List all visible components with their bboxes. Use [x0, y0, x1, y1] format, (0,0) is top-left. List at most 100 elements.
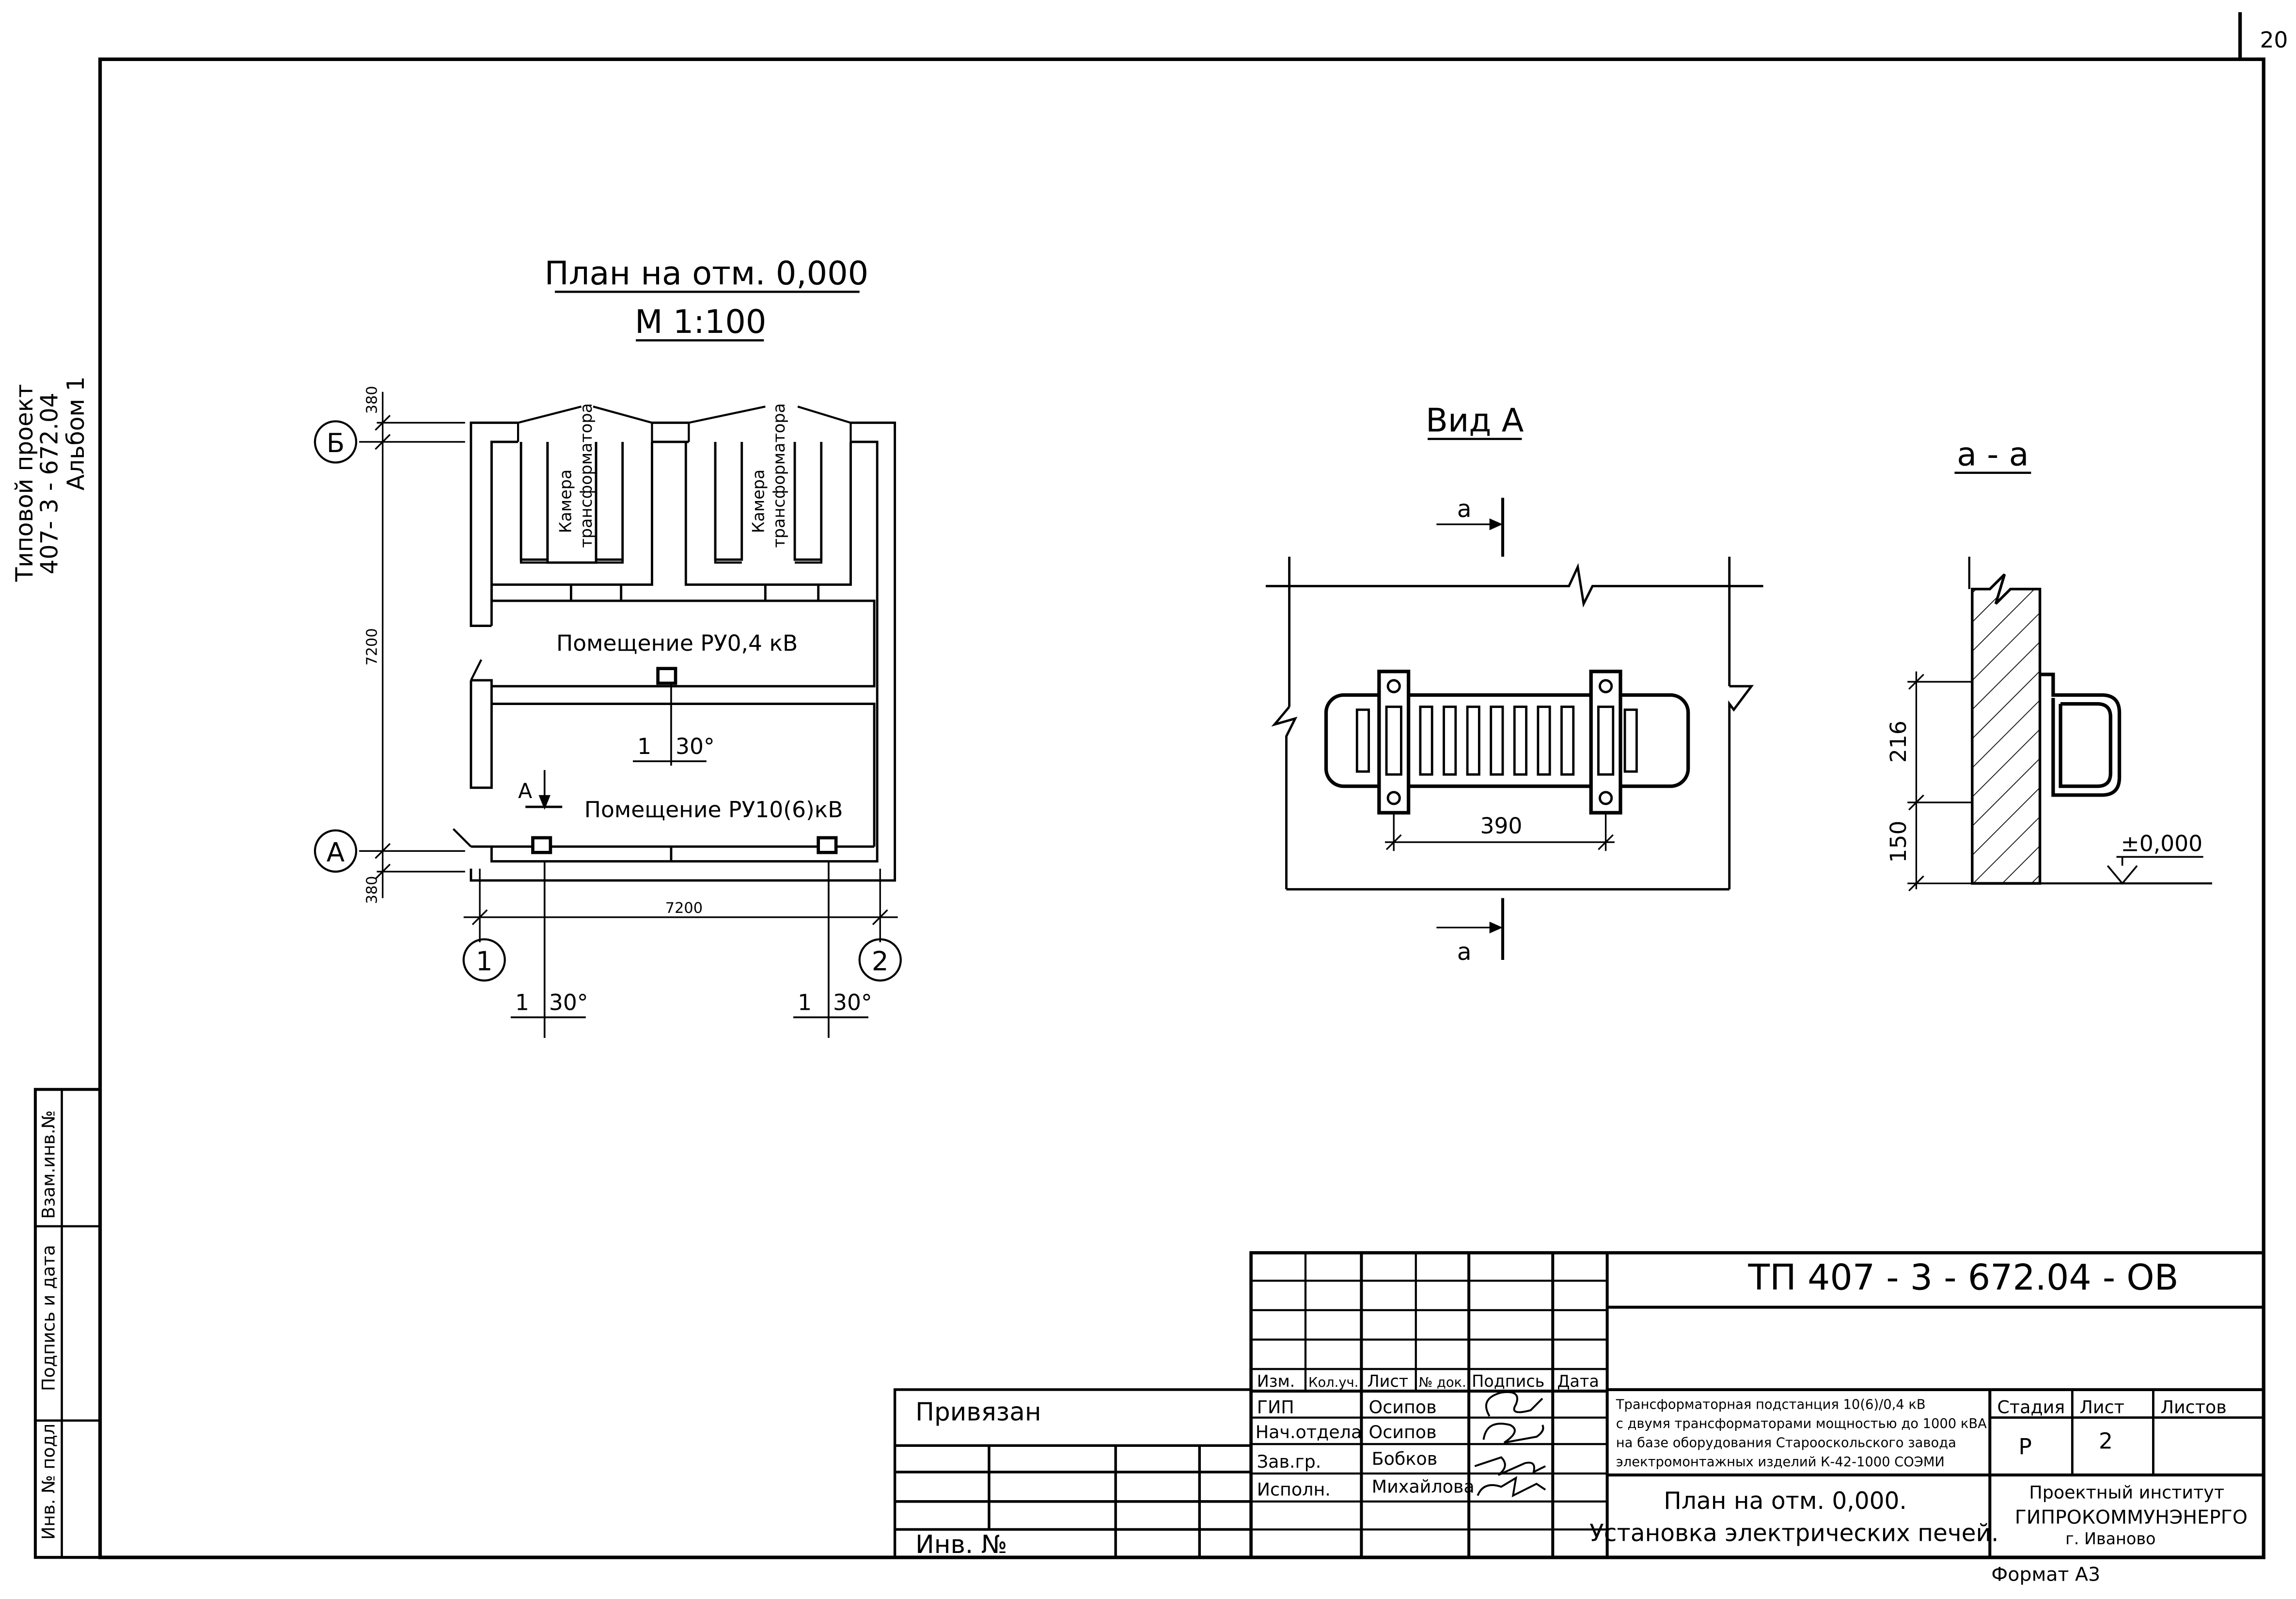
stamp-inv-podl: Инв. № подл.: [38, 1418, 59, 1539]
plan-view: План на отм. 0,000 М 1:100: [314, 254, 902, 1038]
side-label-line2: 407- 3 - 672.04: [36, 392, 63, 574]
chamber-2-label-2: трансформатора: [770, 403, 788, 548]
header-izm: Изм.: [1257, 1372, 1295, 1391]
plan-walls: [470, 422, 896, 882]
axis-bubble-1: 1: [462, 938, 506, 982]
side-label-line1: Типовой проект: [11, 384, 38, 582]
signature-4: [1477, 1476, 1546, 1498]
dim-top: 380: [364, 386, 381, 414]
plan-doors: [452, 405, 852, 847]
plan-dimensions: [359, 392, 898, 942]
chamber-1-label-1: Камера: [556, 470, 575, 533]
sheet-value: 2: [2099, 1428, 2113, 1454]
plan-scale: М 1:100: [635, 303, 766, 341]
chamber-1-label-2: трансформатора: [577, 403, 596, 548]
room-ru10-label: Помещение РУ10(6)кВ: [584, 797, 843, 822]
name-nach-otdela: Осипов: [1369, 1422, 1437, 1442]
axis-a-label: А: [327, 837, 345, 868]
heater-ru10-2: [817, 836, 838, 1038]
bracket-left: [1377, 670, 1411, 815]
role-nach-otdela: Нач.отдела: [1256, 1422, 1362, 1442]
description-line-1: Трансформаторная подстанция 10(6)/0,4 кВ: [1616, 1397, 1926, 1412]
signature-3: [1474, 1456, 1546, 1476]
heater-section: [2040, 673, 2122, 797]
axis-1-label: 1: [476, 945, 493, 976]
description-line-2: с двумя трансформаторами мощностью до 10…: [1616, 1416, 1987, 1431]
section-mark-bottom-label: а: [1457, 939, 1472, 966]
axis-bubble-a: А: [314, 829, 358, 873]
header-podpis: Подпись: [1472, 1372, 1544, 1391]
stamp-podpis-data: Подпись и дата: [38, 1245, 59, 1391]
room-ru04-label: Помещение РУ0,4 кВ: [556, 630, 798, 656]
heater-ru10-1-angle: 30°: [549, 989, 588, 1015]
heater-ru04-angle: 30°: [676, 734, 715, 759]
format-label: Формат А3: [1991, 1564, 2100, 1586]
section-aa-title: а - а: [1957, 436, 2029, 473]
section-mark-top: [1436, 498, 1504, 557]
heater-front: [1324, 693, 1690, 788]
role-zav-gr: Зав.гр.: [1257, 1451, 1321, 1472]
transformer-chamber-2: [684, 441, 852, 586]
axis-bubble-b: Б: [314, 420, 358, 464]
heater-ru10-2-qty: 1: [798, 989, 812, 1015]
dim-390: 390: [1480, 813, 1522, 839]
plan-title: План на отм. 0,000: [545, 254, 868, 292]
level-mark: [2107, 856, 2203, 885]
dim-height: 7200: [364, 628, 381, 665]
heater-ru10-2-angle: 30°: [833, 989, 872, 1015]
institute-line-3: г. Иваново: [2065, 1529, 2155, 1548]
room-ru04: [490, 584, 876, 688]
axis-2-label: 2: [872, 945, 889, 976]
header-list: Лист: [1368, 1372, 1409, 1391]
name-gip: Осипов: [1369, 1397, 1437, 1418]
axis-bubble-2: 2: [858, 938, 902, 982]
room-ru10: [491, 703, 876, 862]
heater-ru04: [656, 667, 677, 766]
dim-bottom: 380: [364, 876, 381, 904]
dim-width: 7200: [665, 900, 703, 917]
heater-ru10-1-qty: 1: [515, 989, 529, 1015]
left-stamp: Взам.инв.№ Подпись и дата Инв. № подл.: [33, 1088, 102, 1559]
side-label: Типовой проект 407- 3 - 672.04 Альбом 1: [11, 376, 90, 582]
sheet-label: Лист: [2080, 1397, 2124, 1418]
header-kol-uch: Кол.уч.: [1308, 1375, 1358, 1390]
dim-216: 216: [1886, 721, 1911, 763]
sheets-label: Листов: [2161, 1397, 2227, 1418]
section-dimensions: [1907, 671, 1972, 892]
stage-label: Стадия: [1997, 1397, 2065, 1418]
title-block: Привязан Инв. № Изм. Кол.уч. Лист № док.…: [893, 1251, 2265, 1559]
level-label: ±0,000: [2121, 831, 2203, 856]
view-a-title: Вид А: [1426, 402, 1524, 439]
description-line-4: электромонтажных изделий К-42-1000 СОЭМИ: [1616, 1455, 1945, 1470]
page-number: 20: [2260, 27, 2288, 53]
document-code: ТП 407 - 3 - 672.04 - ОВ: [1748, 1257, 2179, 1298]
section-mark-top-label: а: [1457, 496, 1472, 523]
binding-block: [893, 1388, 1251, 1559]
institute-line-1: Проектный институт: [2029, 1482, 2224, 1503]
header-data: Дата: [1557, 1372, 1599, 1391]
section-mark-bottom: [1436, 898, 1504, 960]
chamber-inner-lines: [519, 441, 823, 564]
revision-grid: [1251, 1253, 1607, 1558]
sheet-title-line-1: План на отм. 0,000.: [1664, 1488, 1907, 1515]
side-label-line3: Альбом 1: [63, 376, 90, 491]
sheet-frame: [98, 12, 2265, 1559]
signatures: [1474, 1391, 1546, 1498]
wall-section-hatch: [1971, 573, 2042, 885]
name-zav-gr: Бобков: [1372, 1448, 1438, 1469]
view-a: Вид А а а: [1265, 402, 1763, 966]
role-ispoln: Исполн.: [1257, 1479, 1331, 1500]
description-line-3: на базе оборудования Старооскольского за…: [1616, 1435, 1956, 1450]
stamp-vzam-inv: Взам.инв.№: [38, 1110, 59, 1219]
signature-1: [1485, 1391, 1543, 1417]
inv-no-label: Инв. №: [915, 1530, 1007, 1559]
heater-ru10-1: [531, 836, 552, 1038]
bracket-right: [1589, 670, 1622, 815]
dim-390-line: [1384, 813, 1615, 851]
role-gip: ГИП: [1257, 1397, 1294, 1418]
institute-line-2: ГИПРОКОММУНЭНЕРГО: [2015, 1506, 2248, 1528]
section-aa: а - а 216 150 ±0,000: [1886, 436, 2212, 892]
heater-ru04-qty: 1: [637, 734, 651, 759]
view-a-marker: [525, 770, 563, 810]
